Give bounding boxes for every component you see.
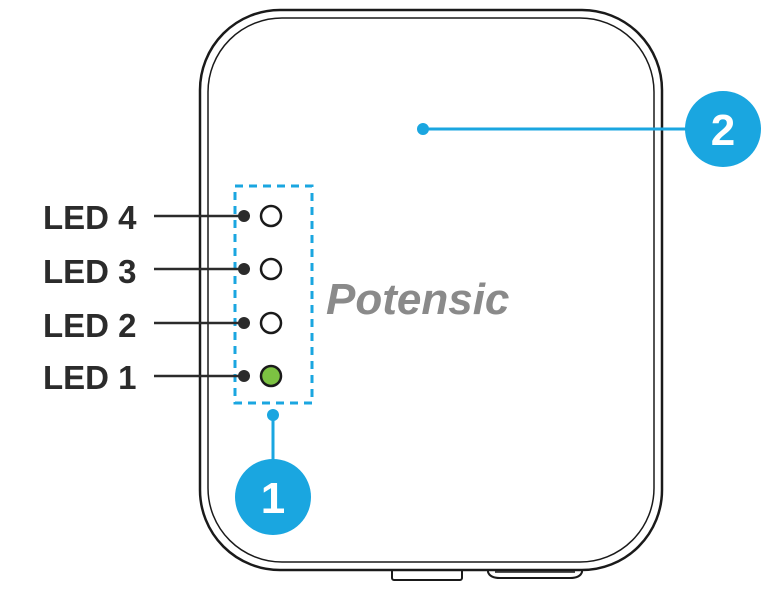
led-3-indicator bbox=[261, 259, 281, 279]
callout-2-number: 2 bbox=[711, 106, 735, 155]
led-label: LED 4 bbox=[43, 199, 137, 236]
led-label: LED 2 bbox=[43, 307, 137, 344]
leader-dot bbox=[238, 370, 250, 382]
led-4-indicator bbox=[261, 206, 281, 226]
callout-1-number: 1 bbox=[261, 474, 285, 523]
leader-dot bbox=[238, 317, 250, 329]
led-1-indicator bbox=[261, 366, 281, 386]
led-2-indicator bbox=[261, 313, 281, 333]
leader-dot bbox=[238, 263, 250, 275]
brand-logo: Potensic bbox=[326, 275, 509, 324]
leader-dot bbox=[238, 210, 250, 222]
led-label: LED 3 bbox=[43, 253, 137, 290]
led-label: LED 1 bbox=[43, 359, 137, 396]
